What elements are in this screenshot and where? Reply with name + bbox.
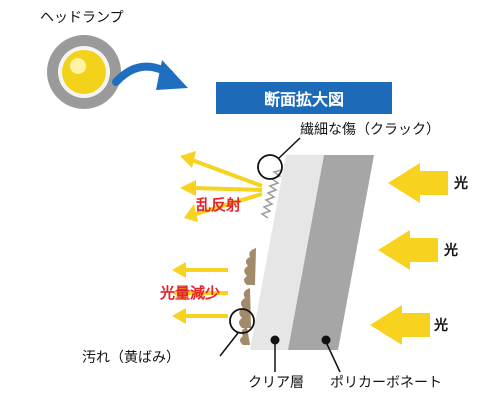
crack-leader-line [278,137,301,159]
clear-layer [250,155,324,350]
dirt-leader-line [219,332,239,357]
curved-arrow-icon [112,60,188,90]
clear-layer-label: クリア層 [248,375,304,391]
crack-highlight-circle [257,154,283,180]
banner-background [216,82,392,114]
dirt-highlight-circle [229,308,255,334]
polycarbonate-label: ポリカーボネート [330,375,442,391]
polycarbonate-leader-line [325,341,341,373]
light-label-2: 光 [444,243,458,259]
scatter-arrows [180,151,263,222]
light-label-1: 光 [454,176,468,192]
incoming-light-arrows [370,163,448,345]
headlamp-icon [47,35,121,109]
scatter-label: 乱反射 [196,196,242,214]
dirt-deposits [239,248,256,345]
light-label-3: 光 [434,318,448,334]
reduction-label: 光量減少 [160,284,221,302]
dirt-label: 汚れ（黄ばみ） [82,350,180,366]
banner-title: 断面拡大図 [263,90,344,109]
crack-label: 繊細な傷（クラック） [300,122,440,138]
headlamp-label: ヘッドランプ [40,10,124,26]
polycarbonate-layer [288,155,374,350]
reduced-light-arrows [172,262,228,324]
